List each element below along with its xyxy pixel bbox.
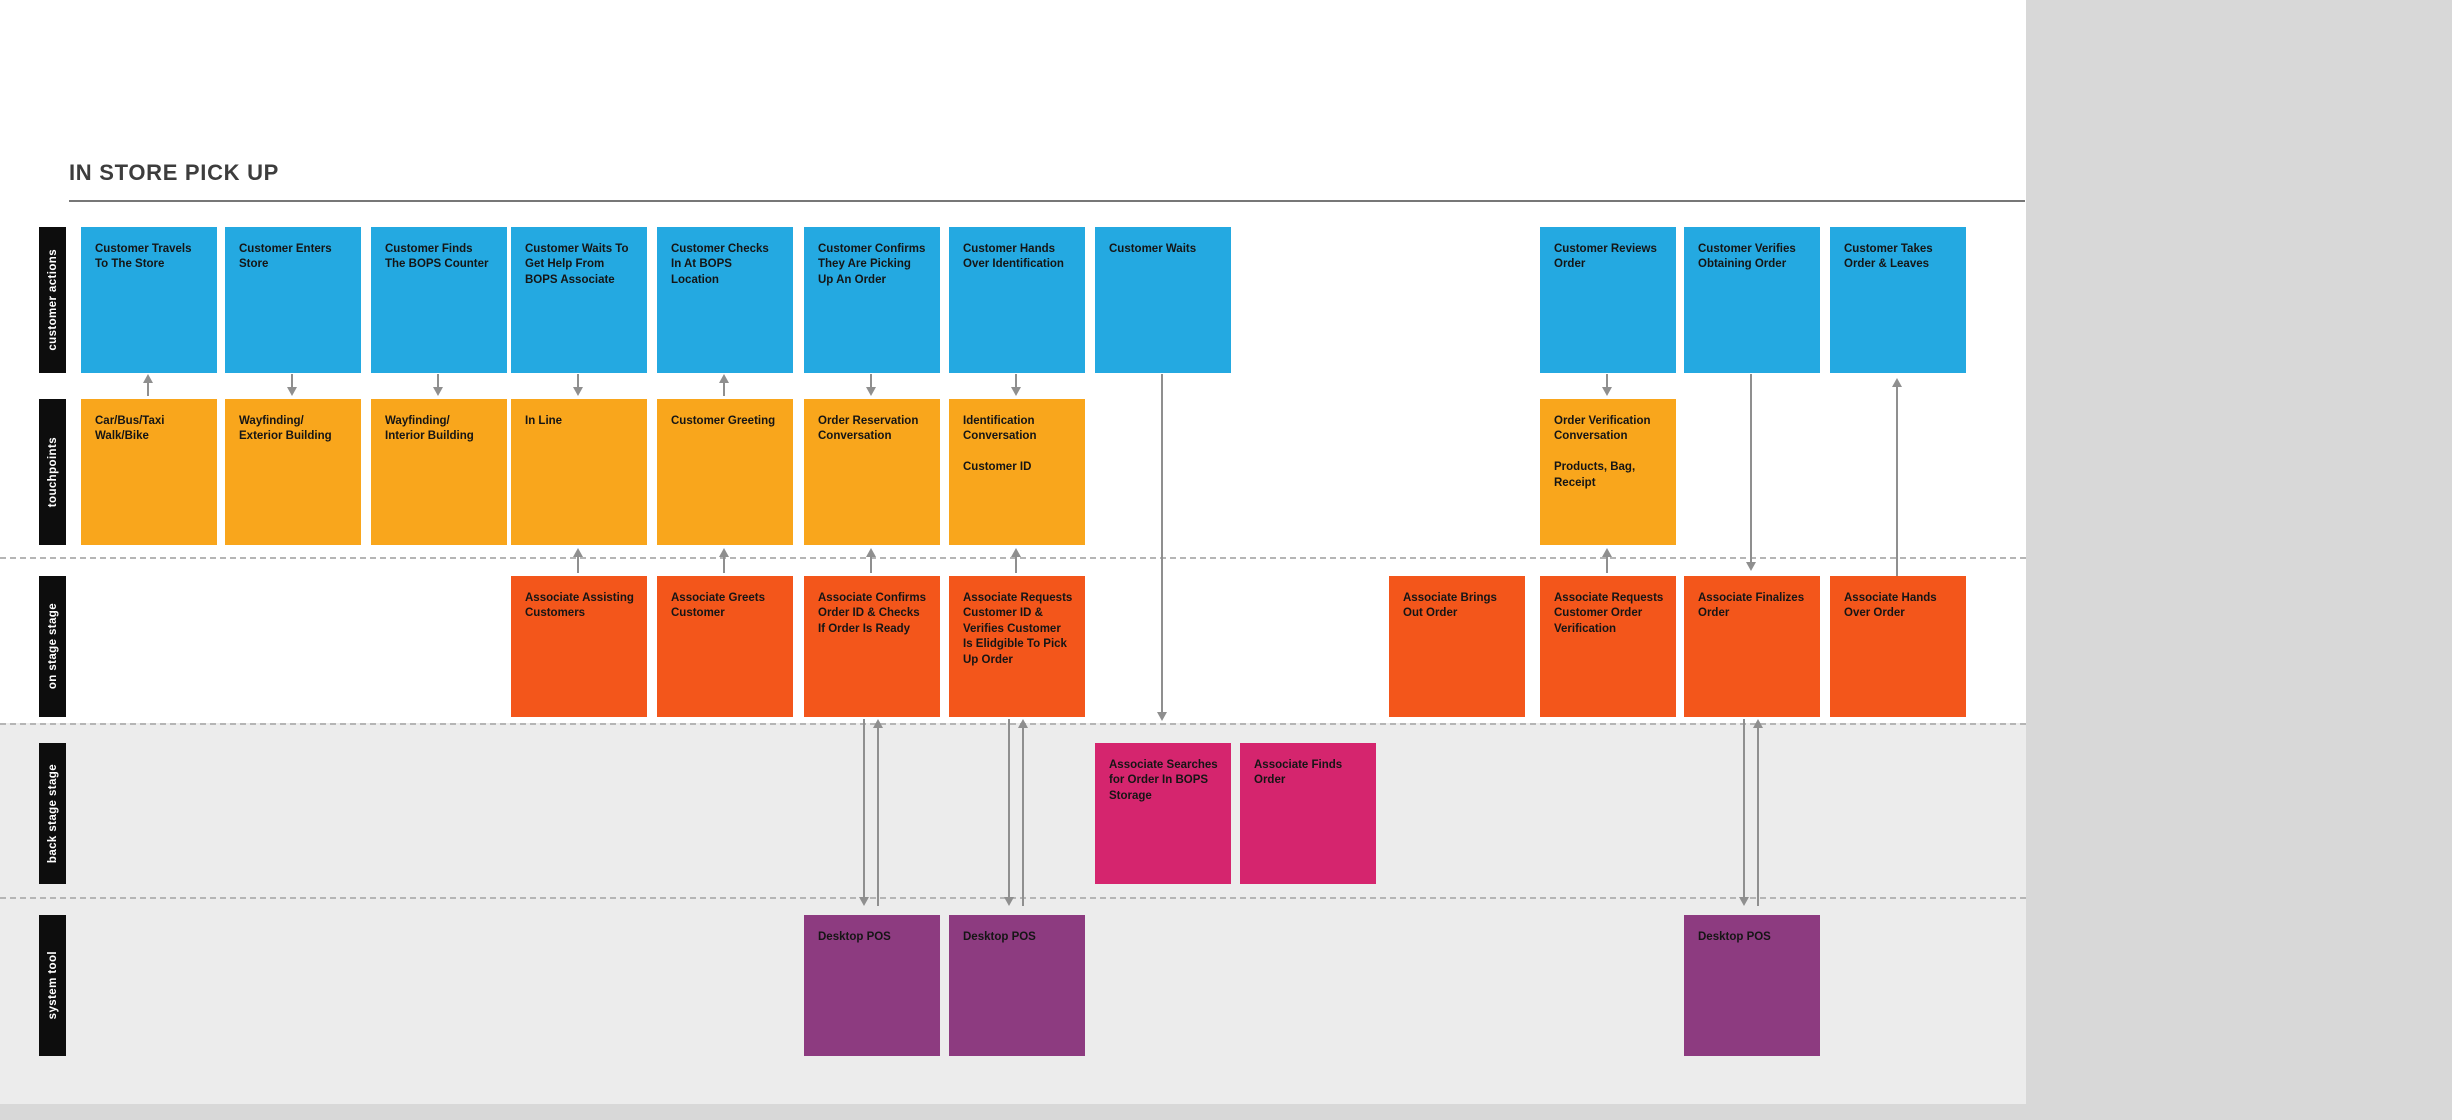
sticky-note-system-tool[interactable]: Desktop POS xyxy=(949,915,1085,1056)
sticky-note-customer-actions[interactable]: Customer Enters Store xyxy=(225,227,361,373)
sticky-note-on-stage[interactable]: Associate Hands Over Order xyxy=(1830,576,1966,717)
lane-label-text: back stage stage xyxy=(46,763,59,864)
connector-line xyxy=(577,374,579,388)
sticky-note-touchpoints[interactable]: Identification Conversation Customer ID xyxy=(949,399,1085,545)
lane-label-system-tool[interactable]: system tool xyxy=(39,915,66,1056)
connector-line xyxy=(863,719,865,898)
connector-line xyxy=(1015,556,1017,573)
arrowhead-down xyxy=(1746,562,1756,571)
connector-line xyxy=(1161,374,1163,713)
lane-label-touchpoints[interactable]: touchpoints xyxy=(39,399,66,545)
arrowhead-down xyxy=(1739,897,1749,906)
sticky-note-system-tool[interactable]: Desktop POS xyxy=(804,915,940,1056)
connector-line xyxy=(870,374,872,388)
sticky-note-touchpoints[interactable]: Order Reservation Conversation xyxy=(804,399,940,545)
title-divider xyxy=(69,200,2025,202)
arrowhead-down xyxy=(573,387,583,396)
sticky-note-customer-actions[interactable]: Customer Waits To Get Help From BOPS Ass… xyxy=(511,227,647,373)
connector-line xyxy=(1606,556,1608,573)
sticky-note-on-stage[interactable]: Associate Assisting Customers xyxy=(511,576,647,717)
arrowhead-up xyxy=(143,374,153,383)
sticky-note-on-stage[interactable]: Associate Brings Out Order xyxy=(1389,576,1525,717)
connector-line xyxy=(1022,727,1024,906)
sticky-note-customer-actions[interactable]: Customer Confirms They Are Picking Up An… xyxy=(804,227,940,373)
arrowhead-down xyxy=(859,897,869,906)
connector-line xyxy=(723,556,725,573)
sticky-note-back-stage[interactable]: Associate Finds Order xyxy=(1240,743,1376,884)
sticky-note-on-stage[interactable]: Associate Requests Customer Order Verifi… xyxy=(1540,576,1676,717)
sticky-note-customer-actions[interactable]: Customer Verifies Obtaining Order xyxy=(1684,227,1820,373)
arrowhead-down xyxy=(1004,897,1014,906)
connector-line xyxy=(291,374,293,388)
arrowhead-up xyxy=(1753,719,1763,728)
sticky-note-touchpoints[interactable]: In Line xyxy=(511,399,647,545)
connector-line xyxy=(723,382,725,396)
lane-label-text: customer actions xyxy=(46,249,59,351)
lane-label-text: on stage stage xyxy=(46,603,59,690)
sticky-note-customer-actions[interactable]: Customer Hands Over Identification xyxy=(949,227,1085,373)
arrowhead-down xyxy=(866,387,876,396)
connector-line xyxy=(1896,386,1898,576)
connector-line xyxy=(147,382,149,396)
arrowhead-up xyxy=(1602,548,1612,557)
sticky-note-customer-actions[interactable]: Customer Takes Order & Leaves xyxy=(1830,227,1966,373)
arrowhead-up xyxy=(1011,548,1021,557)
connector-line xyxy=(1008,719,1010,898)
connector-line xyxy=(1743,719,1745,898)
journey-title[interactable]: IN STORE PICK UP xyxy=(69,160,280,185)
arrowhead-up xyxy=(1892,378,1902,387)
arrowhead-down xyxy=(1011,387,1021,396)
lane-label-customer-actions[interactable]: customer actions xyxy=(39,227,66,373)
arrowhead-down xyxy=(287,387,297,396)
lane-label-back-stage[interactable]: back stage stage xyxy=(39,743,66,884)
arrowhead-up xyxy=(719,548,729,557)
connector-line xyxy=(877,727,879,906)
sticky-note-on-stage[interactable]: Associate Requests Customer ID & Verifie… xyxy=(949,576,1085,717)
connector-line xyxy=(1750,374,1752,563)
lane-label-text: system tool xyxy=(46,951,59,1020)
sticky-note-on-stage[interactable]: Associate Greets Customer xyxy=(657,576,793,717)
sticky-note-touchpoints[interactable]: Order Verification Conversation Products… xyxy=(1540,399,1676,545)
arrowhead-up xyxy=(866,548,876,557)
connector-line xyxy=(577,556,579,573)
sticky-note-touchpoints[interactable]: Wayfinding/ Exterior Building xyxy=(225,399,361,545)
sticky-note-touchpoints[interactable]: Customer Greeting xyxy=(657,399,793,545)
arrowhead-up xyxy=(1018,719,1028,728)
connector-line xyxy=(437,374,439,388)
connector-line xyxy=(1015,374,1017,388)
line-of-interaction xyxy=(0,557,2026,559)
sticky-note-on-stage[interactable]: Associate Confirms Order ID & Checks If … xyxy=(804,576,940,717)
sticky-note-customer-actions[interactable]: Customer Checks In At BOPS Location xyxy=(657,227,793,373)
connector-line xyxy=(1606,374,1608,388)
sticky-note-touchpoints[interactable]: Wayfinding/ Interior Building xyxy=(371,399,507,545)
sticky-note-touchpoints[interactable]: Car/Bus/Taxi Walk/Bike xyxy=(81,399,217,545)
arrowhead-down xyxy=(1602,387,1612,396)
connector-line xyxy=(870,556,872,573)
line-of-visibility xyxy=(0,723,2026,725)
sticky-note-customer-actions[interactable]: Customer Finds The BOPS Counter xyxy=(371,227,507,373)
arrowhead-up xyxy=(873,719,883,728)
sticky-note-on-stage[interactable]: Associate Finalizes Order xyxy=(1684,576,1820,717)
arrowhead-down xyxy=(1157,712,1167,721)
arrowhead-down xyxy=(433,387,443,396)
sticky-note-customer-actions[interactable]: Customer Reviews Order xyxy=(1540,227,1676,373)
arrowhead-up xyxy=(719,374,729,383)
sticky-note-customer-actions[interactable]: Customer Travels To The Store xyxy=(81,227,217,373)
lane-label-text: touchpoints xyxy=(46,436,59,508)
connector-line xyxy=(1757,727,1759,906)
arrowhead-up xyxy=(573,548,583,557)
sticky-note-system-tool[interactable]: Desktop POS xyxy=(1684,915,1820,1056)
sticky-note-customer-actions[interactable]: Customer Waits xyxy=(1095,227,1231,373)
lane-label-on-stage[interactable]: on stage stage xyxy=(39,576,66,717)
sticky-note-back-stage[interactable]: Associate Searches for Order In BOPS Sto… xyxy=(1095,743,1231,884)
